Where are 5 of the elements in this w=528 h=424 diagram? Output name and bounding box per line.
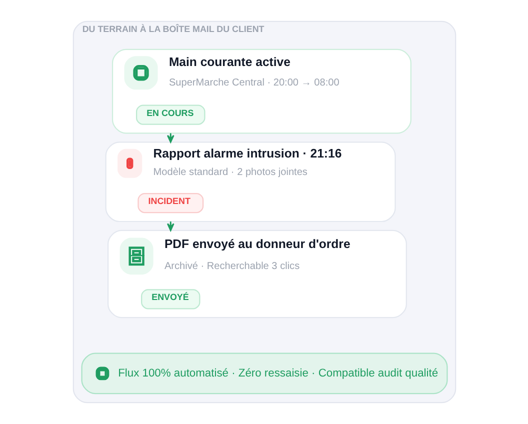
node-box: Flux 100% automatisé · Zéro ressaisie · Compatible audit qualité	[80, 352, 448, 394]
node-box: ENVOYÉ	[140, 289, 200, 310]
arrow	[166, 133, 174, 143]
node-box: EN COURS	[136, 104, 205, 125]
node-box: INCIDENT	[137, 193, 204, 214]
